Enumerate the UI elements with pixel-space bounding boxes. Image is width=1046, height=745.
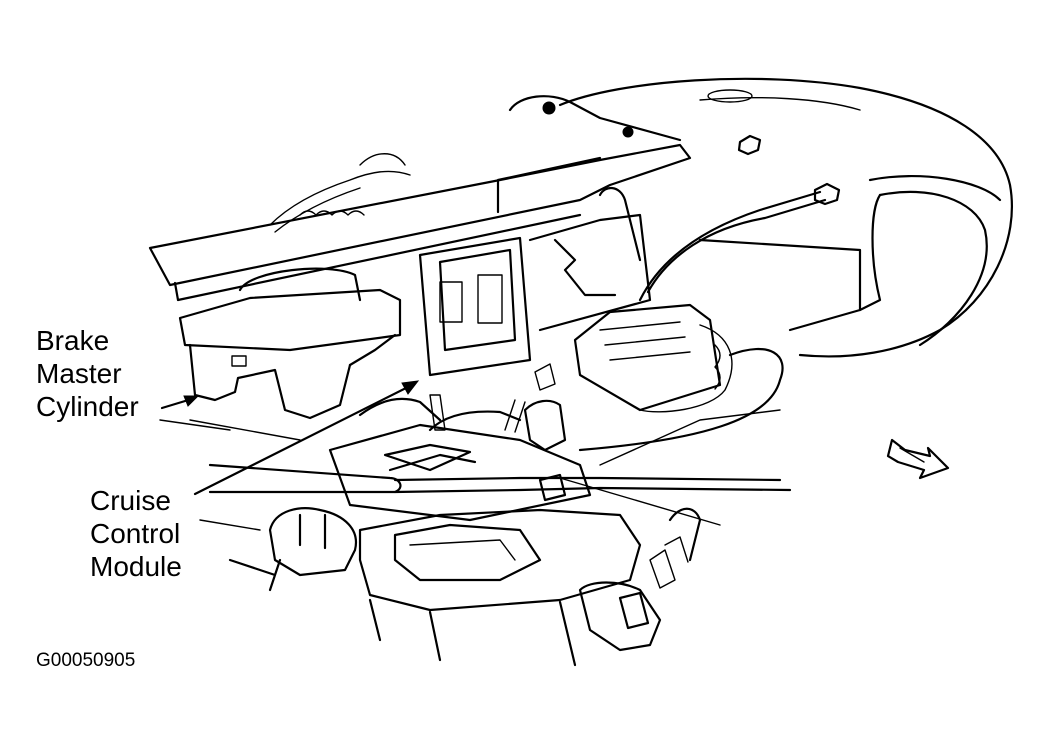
cruise-control-module-label: Cruise Control Module (90, 484, 182, 583)
module-connector (573, 182, 841, 452)
air-cleaner-housing (558, 77, 1013, 358)
callout-line: Cruise (90, 485, 171, 516)
figure-code: G00050905 (36, 650, 136, 671)
brake-master-cylinder-label: Brake Master Cylinder (36, 324, 139, 423)
callout-line: Control (90, 518, 181, 549)
callout-line: Master (36, 358, 122, 389)
cruise-control-module (328, 363, 592, 522)
brake-master-cylinder (178, 267, 402, 420)
callout-line: Brake (36, 325, 110, 356)
lower-engine-components (159, 419, 702, 667)
callout-line: Module (90, 551, 182, 582)
connector-bracket (418, 187, 652, 377)
callout-line: Cylinder (36, 391, 139, 422)
strut-tower-brace (148, 95, 762, 302)
throttle-cable (189, 409, 792, 526)
front-direction-arrow-icon (886, 438, 950, 480)
wiring-harness (269, 153, 411, 233)
callout-leaders (160, 380, 420, 496)
